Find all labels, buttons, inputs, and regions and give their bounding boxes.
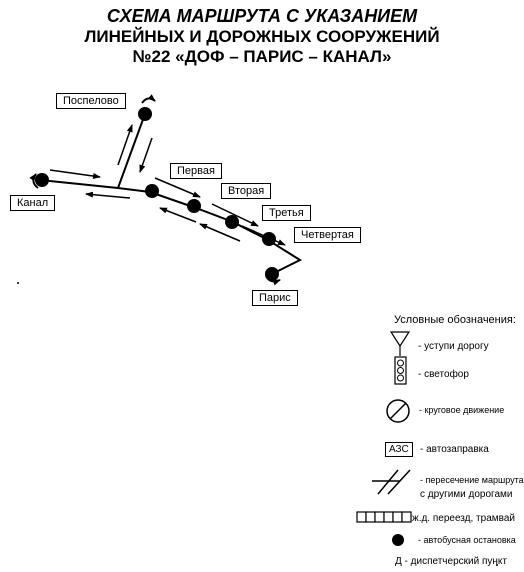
legend-gas-station-label: - автозаправка [420,444,489,455]
direction-arrows [49,124,286,246]
legend-dispatch-label: Д - диспетчерский пункт [395,556,507,567]
stop-label-tretya: Третья [262,205,311,221]
scan-specks [17,282,498,566]
map-title-line-1: СХЕМА МАРШРУТА С УКАЗАНИЕМ [106,6,418,26]
bus-stop-paris [265,267,279,281]
legend-bus-stop-label: - автобусная остановка [418,535,516,545]
bus-stop-kanal [35,173,49,187]
stop-label-pervaya: Первая [170,163,222,179]
stop-label-chetvertaya: Четвертая [294,227,361,243]
bus-stop-legend-icon [392,534,404,546]
traffic-light-icon [394,356,407,385]
bus-stop-vtoraya [187,199,201,213]
bus-stop-tretya [225,215,239,229]
legend-traffic-light-label: - светофор [418,369,469,380]
yield-sign-icon [389,331,411,356]
map-title-line-3: №22 «ДОФ – ПАРИС – КАНАЛ» [132,47,392,66]
legend-roundabout-label: - круговое движение [419,405,505,415]
map-title-line-2: ЛИНЕЙНЫХ И ДОРОЖНЫХ СООРУЖЕНИЙ [84,27,440,46]
gas-station-icon: АЗС [385,442,413,457]
legend-crossing-label-2: с другими дорогами [420,489,513,500]
legend-crossing-label-1: - пересечение маршрута [420,475,524,485]
stop-label-kanal: Канал [10,195,56,211]
roundabout-icon [386,399,410,423]
legend-heading: Условные обозначения: [394,314,516,326]
stop-label-paris: Парис [252,290,298,306]
legend-yield-label: - уступи дорогу [418,341,489,352]
stop-label-pospelovo: Поспелово [56,93,126,109]
bus-stop-pervaya [145,184,159,198]
stop-label-vtoraya: Вторая [221,183,272,199]
crossing-icon [372,469,411,495]
railway-crossing-icon [356,511,412,523]
bus-stop-pospelovo [138,107,152,121]
bus-stop-chetvertaya [262,232,276,246]
legend-railway-label: ж.д. переезд, трамвай [412,513,515,524]
